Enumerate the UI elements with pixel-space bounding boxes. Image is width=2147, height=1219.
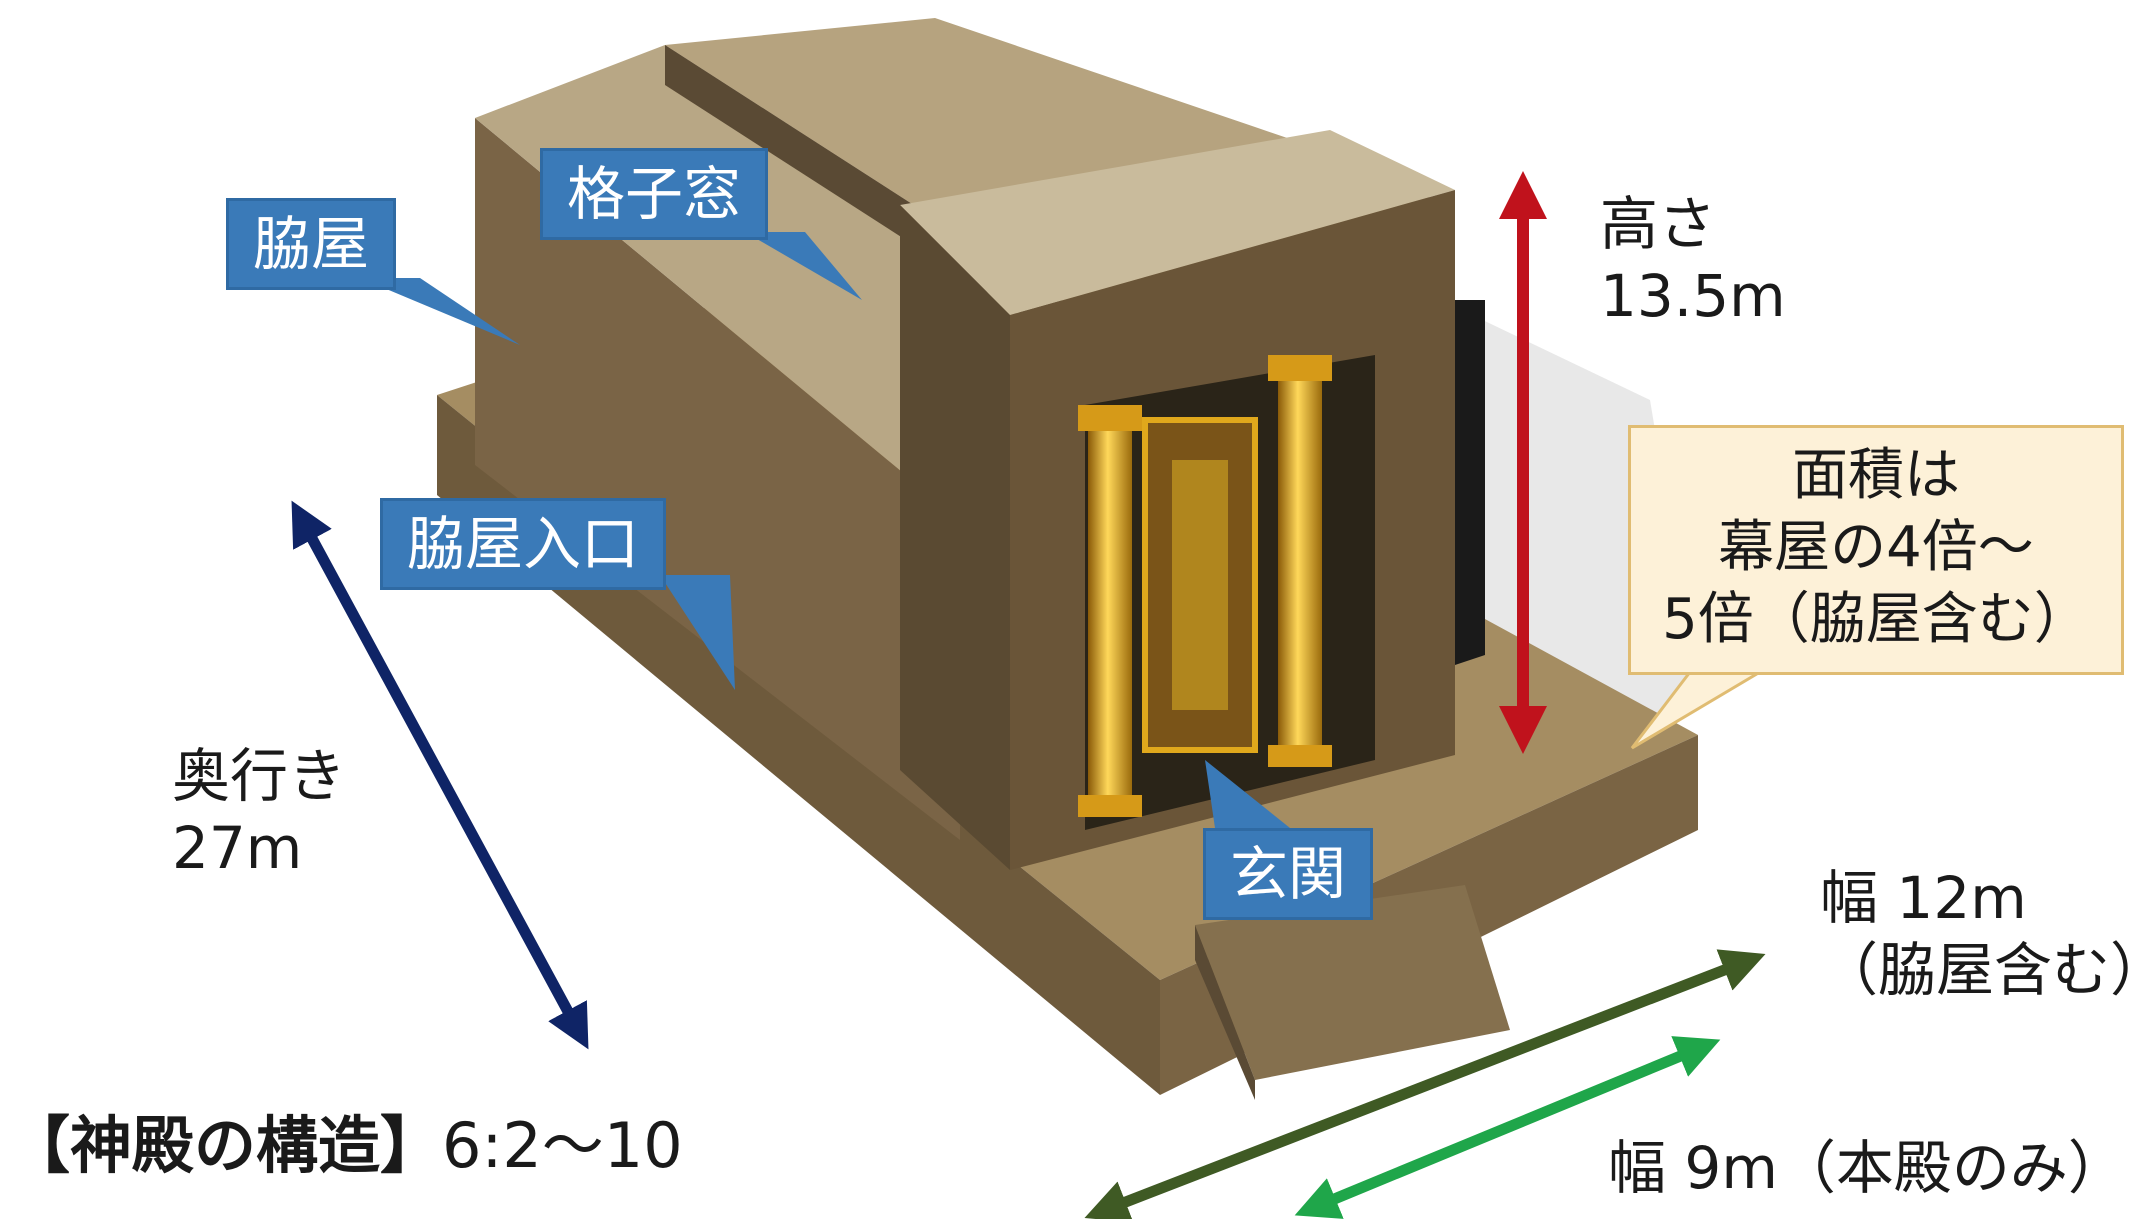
width-outer-line1: 幅 12m xyxy=(1820,864,2027,932)
width-outer-label: 幅 12m （脇屋含む） xyxy=(1820,862,2147,1006)
height-label: 高さ 13.5m xyxy=(1600,188,1786,332)
depth-label: 奥行き 27m xyxy=(172,740,346,884)
depth-arrow xyxy=(291,500,589,1050)
pillar-right-base xyxy=(1268,745,1332,767)
caption-ratio: 6:2～10 xyxy=(442,1109,683,1182)
pillar-right xyxy=(1278,370,1322,760)
callout-tail-koshimado xyxy=(745,232,862,300)
depth-label-value: 27m xyxy=(172,814,303,882)
pillar-left-capital xyxy=(1078,405,1142,431)
width-outer-line2: （脇屋含む） xyxy=(1820,936,2147,1004)
width-inner-arrow xyxy=(1294,1036,1721,1219)
height-label-title: 高さ xyxy=(1600,190,1717,258)
height-label-value: 13.5m xyxy=(1600,262,1786,330)
callout-tail-genkan xyxy=(1205,760,1290,828)
porch-callout: 玄関 xyxy=(1203,828,1374,920)
pillar-right-capital xyxy=(1268,355,1332,381)
caption-title: 【神殿の構造】 xyxy=(8,1109,443,1182)
width-inner-label: 幅 9m（本殿のみ） xyxy=(1608,1134,2126,1202)
main-hall-roof xyxy=(900,130,1455,315)
depth-label-title: 奥行き xyxy=(172,742,347,810)
callout-tail-iriguchi xyxy=(660,575,735,690)
lattice-window-callout: 格子窓 xyxy=(540,148,769,240)
area-note-line1: 面積は xyxy=(1792,443,1960,508)
area-note-line2: 幕屋の4倍～ xyxy=(1718,515,2034,580)
area-note-line3: 5倍（脇屋含む） xyxy=(1662,587,2090,652)
area-note: 面積は 幕屋の4倍～ 5倍（脇屋含む） xyxy=(1628,425,2124,675)
pillar-left xyxy=(1088,420,1132,810)
pillar-left-base xyxy=(1078,795,1142,817)
golden-door-inner xyxy=(1172,460,1228,710)
figure-caption: 【神殿の構造】6:2～10 xyxy=(8,1115,683,1177)
callout-tail-wakiya xyxy=(360,278,520,345)
wakiya-callout: 脇屋 xyxy=(226,198,397,290)
side-entrance-callout: 脇屋入口 xyxy=(380,498,667,590)
main-hall-dark-edge xyxy=(1455,300,1485,665)
main-hall-side xyxy=(900,205,1010,870)
side-chamber-left xyxy=(475,118,960,840)
